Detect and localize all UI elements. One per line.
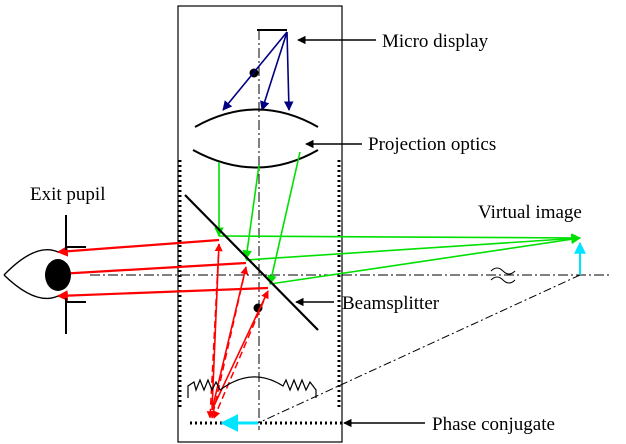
label-projection-optics: Projection optics — [368, 134, 496, 155]
label-exit-pupil: Exit pupil — [30, 184, 105, 205]
axis-break-symbol — [490, 267, 516, 284]
eye — [3, 248, 71, 300]
display-ray — [222, 31, 288, 111]
reflected-ray — [245, 233, 581, 261]
returning-ray-dashed — [213, 290, 269, 419]
projection-lens-lower — [192, 149, 319, 169]
returning-ray — [56, 286, 269, 302]
label-beamsplitter: Beamsplitter — [342, 293, 440, 314]
beamsplitter-plate — [184, 194, 319, 331]
display-ray — [260, 31, 288, 111]
label-virtual-image: Virtual image — [478, 202, 582, 223]
projected-ray — [267, 151, 301, 285]
returning-ray — [56, 238, 220, 257]
label-micro-display: Micro display — [382, 31, 489, 52]
housing-frame — [177, 5, 343, 443]
projection-lens-upper — [194, 108, 319, 128]
phase-conjugate-element — [187, 376, 317, 398]
returning-ray-dashed — [209, 266, 247, 419]
projection-line — [257, 274, 581, 424]
returning-ray — [211, 290, 269, 411]
reflected-ray — [218, 233, 581, 243]
label-phase-conjugate: Phase conjugate — [432, 414, 555, 435]
returning-ray-dashed — [206, 243, 220, 419]
returning-ray — [56, 261, 247, 279]
reflected-ray — [269, 234, 581, 285]
projected-ray — [242, 164, 260, 260]
display-ray — [283, 31, 294, 111]
